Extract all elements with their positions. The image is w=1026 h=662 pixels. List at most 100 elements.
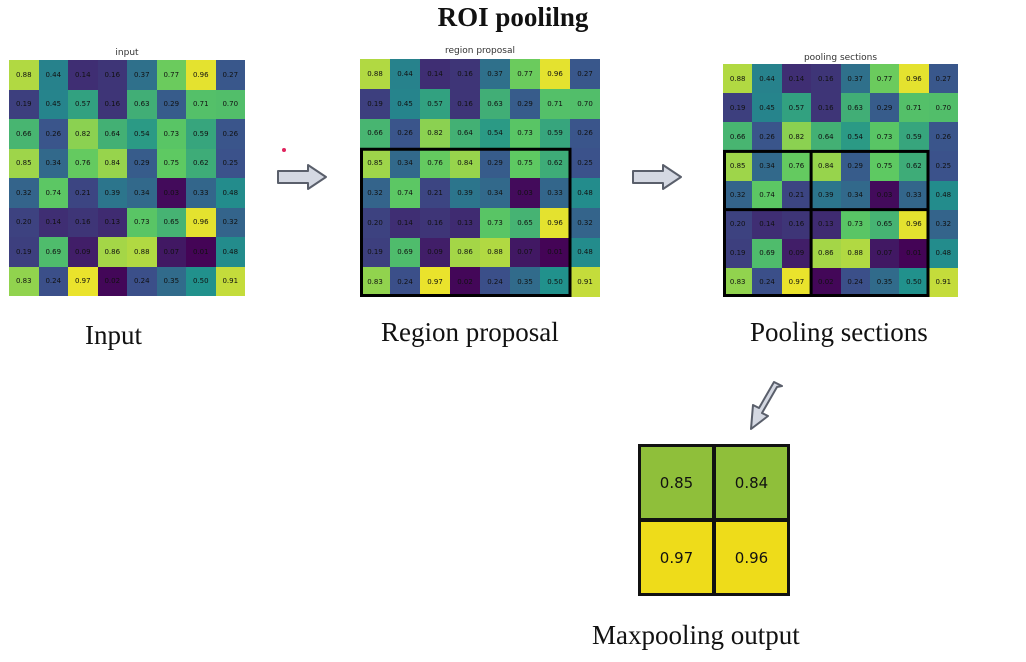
matrix-cell: 0.85	[360, 148, 390, 178]
matrix-cell: 0.50	[186, 266, 216, 296]
matrix-cell: 0.59	[540, 118, 570, 149]
output-cell: 0.84	[716, 447, 787, 518]
matrix-cell: 0.76	[420, 148, 450, 178]
matrix-cell: 0.63	[840, 93, 870, 123]
matrix-cell: 0.88	[480, 237, 510, 268]
matrix-cell: 0.62	[899, 151, 929, 181]
matrix-cell: 0.64	[450, 118, 480, 149]
matrix-cell: 0.62	[540, 148, 570, 178]
matrix-cell: 0.96	[186, 60, 216, 90]
region-plot-title: region proposal	[445, 46, 515, 56]
matrix-cell: 0.09	[68, 237, 98, 267]
matrix-cell: 0.02	[450, 267, 480, 297]
matrix-cell: 0.34	[390, 148, 420, 178]
matrix-cell: 0.32	[215, 207, 245, 237]
right-arrow-icon	[632, 164, 682, 190]
matrix-cell: 0.83	[723, 267, 753, 297]
matrix-cell: 0.37	[127, 60, 157, 90]
matrix-cell: 0.45	[38, 89, 68, 119]
input-plot-title: input	[115, 48, 139, 58]
matrix-cell: 0.44	[752, 64, 782, 94]
matrix-cell: 0.03	[510, 178, 540, 208]
output-cell: 0.96	[716, 522, 787, 593]
matrix-cell: 0.97	[420, 267, 450, 297]
matrix-cell: 0.62	[186, 148, 216, 178]
matrix-cell: 0.70	[928, 93, 958, 123]
matrix-cell: 0.70	[215, 89, 245, 119]
matrix-cell: 0.85	[723, 151, 753, 181]
matrix-cell: 0.74	[752, 180, 782, 210]
matrix-cell: 0.39	[97, 178, 127, 208]
matrix-cell: 0.29	[480, 148, 510, 178]
matrix-cell: 0.29	[869, 93, 900, 123]
matrix-cell: 0.65	[869, 209, 900, 239]
matrix-cell: 0.07	[156, 237, 186, 267]
matrix-cell: 0.02	[97, 266, 127, 296]
matrix-cell: 0.26	[215, 119, 245, 149]
matrix-cell: 0.13	[97, 207, 127, 237]
matrix-cell: 0.77	[156, 60, 186, 90]
matrix-cell: 0.35	[869, 267, 900, 297]
matrix-cell: 0.63	[480, 88, 510, 119]
matrix-cell: 0.96	[186, 207, 216, 237]
matrix-cell: 0.82	[420, 118, 450, 149]
matrix-cell: 0.88	[9, 60, 39, 90]
matrix-cell: 0.88	[360, 59, 390, 89]
matrix-cell: 0.24	[38, 266, 68, 296]
matrix-cell: 0.71	[540, 88, 570, 119]
matrix-cell: 0.66	[9, 119, 39, 149]
matrix-cell: 0.73	[156, 119, 186, 149]
matrix-cell: 0.37	[480, 59, 510, 89]
matrix-cell: 0.20	[9, 207, 39, 237]
matrix-cell: 0.03	[156, 178, 186, 208]
matrix-cell: 0.76	[68, 148, 98, 178]
matrix-cell: 0.73	[127, 207, 157, 237]
matrix-cell: 0.14	[390, 207, 420, 238]
matrix-cell: 0.19	[360, 88, 390, 119]
matrix-cell: 0.59	[186, 119, 216, 149]
matrix-cell: 0.32	[9, 178, 39, 208]
matrix-cell: 0.77	[869, 64, 900, 94]
matrix-cell: 0.33	[540, 178, 570, 208]
matrix-cell: 0.14	[752, 209, 782, 239]
matrix-cell: 0.57	[420, 88, 450, 119]
matrix-cell: 0.48	[570, 178, 600, 208]
matrix-cell: 0.66	[360, 118, 390, 149]
region-caption: Region proposal	[381, 317, 559, 347]
matrix-cell: 0.35	[510, 267, 540, 297]
matrix-cell: 0.32	[723, 180, 753, 210]
matrix-cell: 0.88	[127, 237, 157, 267]
matrix-cell: 0.65	[510, 207, 540, 238]
matrix-cell: 0.96	[540, 59, 570, 89]
matrix-cell: 0.29	[510, 88, 540, 119]
matrix-cell: 0.24	[127, 266, 157, 296]
matrix-cell: 0.69	[38, 237, 68, 267]
matrix-cell: 0.26	[752, 122, 782, 152]
matrix-cell: 0.74	[390, 178, 420, 208]
matrix-cell: 0.26	[390, 118, 420, 149]
matrix-cell: 0.01	[540, 237, 570, 268]
matrix-cell: 0.07	[869, 238, 900, 268]
matrix-cell: 0.34	[38, 148, 68, 178]
matrix-cell: 0.97	[68, 266, 98, 296]
matrix-cell: 0.25	[570, 148, 600, 178]
matrix-cell: 0.09	[781, 238, 812, 268]
matrix-cell: 0.33	[899, 180, 929, 210]
matrix-cell: 0.16	[450, 88, 480, 119]
matrix-cell: 0.82	[68, 119, 98, 149]
matrix-cell: 0.33	[186, 178, 216, 208]
matrix-cell: 0.71	[899, 93, 929, 123]
matrix-cell: 0.84	[811, 151, 841, 181]
output-cell: 0.85	[641, 447, 712, 518]
matrix-cell: 0.48	[570, 237, 600, 268]
matrix-cell: 0.02	[811, 267, 841, 297]
matrix-cell: 0.83	[9, 266, 39, 296]
matrix-cell: 0.16	[68, 207, 98, 237]
matrix-cell: 0.50	[899, 267, 929, 297]
matrix-cell: 0.59	[899, 122, 929, 152]
maxpooling-output-grid: 0.85 0.84 0.97 0.96	[638, 444, 790, 596]
matrix-cell: 0.19	[723, 93, 753, 123]
matrix-cell: 0.21	[68, 178, 98, 208]
input-caption: Input	[85, 320, 142, 350]
matrix-cell: 0.74	[38, 178, 68, 208]
